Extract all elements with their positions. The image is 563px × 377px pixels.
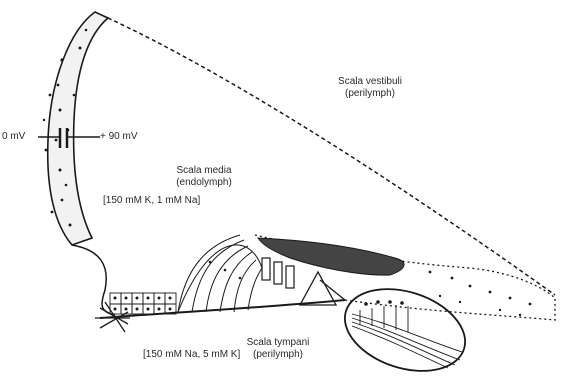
voltage-right-label: + 90 mV — [100, 131, 138, 143]
supporting-cell-nuclei — [114, 297, 172, 311]
scala-vestibuli-fluid-label: (perilymph) — [330, 88, 410, 100]
scala-tympani-label: Scala tympani — [240, 337, 316, 349]
scala-media-ion-label: [150 mM K, 1 mM Na] — [103, 195, 200, 207]
supporting-cell-row — [110, 293, 176, 314]
nerve-fibers — [352, 305, 462, 368]
scala-media-fluid-label: (endolymph) — [168, 177, 240, 189]
stria-vascularis — [48, 12, 108, 245]
tectorial-membrane — [258, 238, 404, 275]
scala-tympani-ion-label: [150 mM Na, 5 mM K] — [143, 349, 240, 361]
highlight-ellipse — [334, 275, 475, 377]
scala-tympani-fluid-label: (perilymph) — [240, 349, 316, 361]
scala-media-label: Scala media — [168, 165, 240, 177]
scala-vestibuli-label: Scala vestibuli — [330, 76, 410, 88]
voltage-left-label: 0 mV — [2, 131, 25, 143]
spiral-ligament-wall — [72, 245, 115, 315]
